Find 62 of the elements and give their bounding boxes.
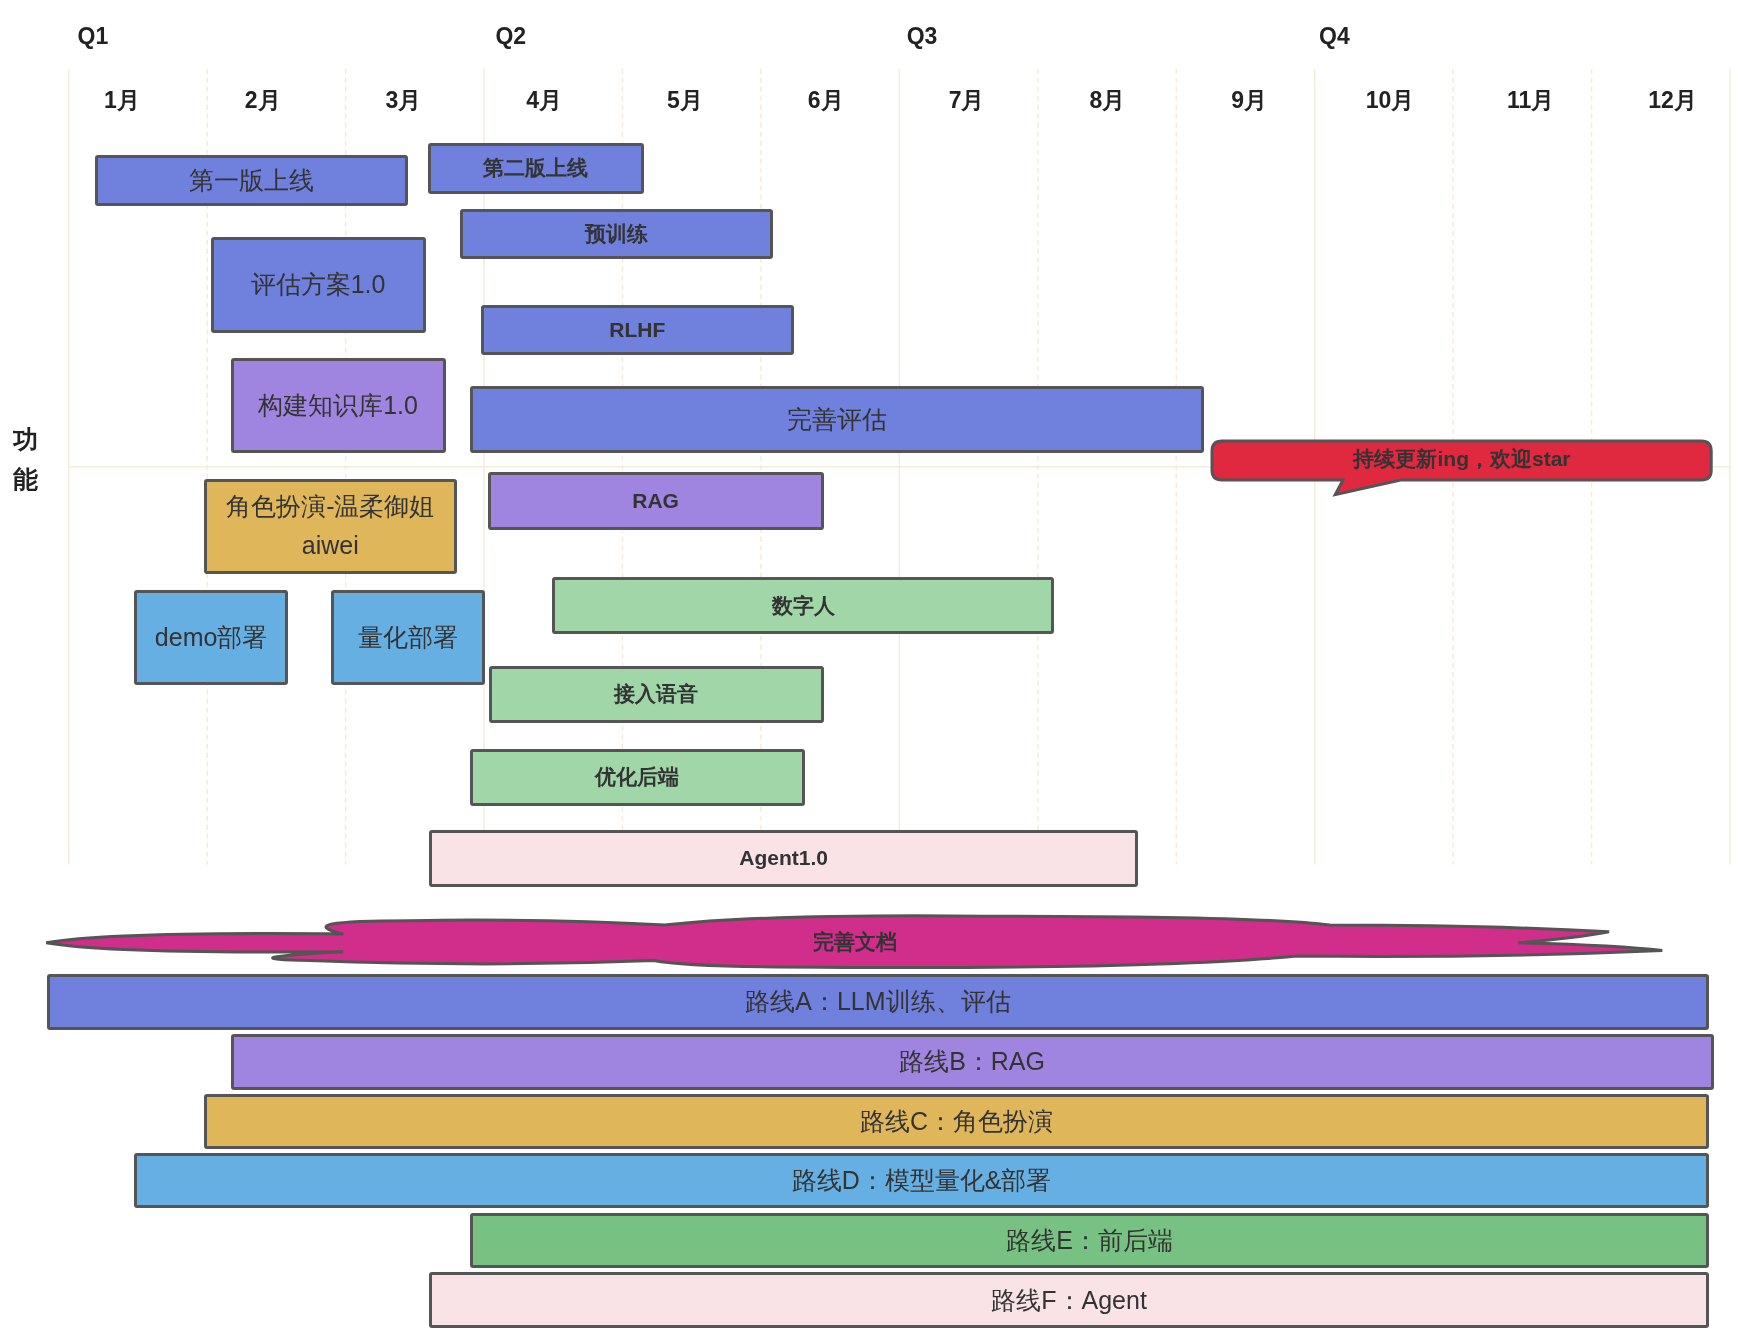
bar-label: 第二版上线 xyxy=(483,155,589,182)
task-bar xyxy=(46,974,1710,1030)
bar-label: Agent1.0 xyxy=(739,845,828,872)
bar-label: 完善文档 xyxy=(812,930,897,954)
task-bar xyxy=(210,237,426,333)
task-bar xyxy=(552,577,1055,634)
month-label: 3月 xyxy=(385,88,422,112)
month-label: 9月 xyxy=(1231,88,1268,112)
quarter-label: Q3 xyxy=(906,24,938,48)
month-label: 6月 xyxy=(807,88,844,112)
bar-label: 接入语音 xyxy=(614,681,699,708)
bar-label: 路线C：角色扮演 xyxy=(860,1106,1054,1138)
task-bar xyxy=(134,1152,1710,1209)
bar-label: 持续更新ing，欢迎star xyxy=(1353,446,1571,473)
bar-label: 完善评估 xyxy=(786,403,887,435)
task-bar xyxy=(427,143,644,194)
quarter-label: Q1 xyxy=(77,24,109,48)
task-bar xyxy=(428,830,1139,887)
bar-label: 预训练 xyxy=(584,221,648,248)
task-bar xyxy=(203,478,457,575)
task-bar xyxy=(469,385,1204,454)
quarter-label: Q2 xyxy=(495,24,527,48)
task-bar xyxy=(428,1272,1710,1328)
month-label: 8月 xyxy=(1089,88,1126,112)
bar-label: 路线E：前后端 xyxy=(1006,1224,1173,1256)
month-label: 5月 xyxy=(667,88,703,112)
axis-label: 功能 xyxy=(13,423,39,495)
task-bar xyxy=(203,1094,1710,1150)
month-label: 10月 xyxy=(1365,88,1415,112)
task-bar xyxy=(331,589,486,685)
bar-label: 路线A：LLM训练、评估 xyxy=(745,986,1011,1018)
bar-label: 角色扮演-温柔御姐 xyxy=(226,491,435,523)
month-label: 7月 xyxy=(948,88,985,112)
task-bar xyxy=(95,155,408,207)
task-bar xyxy=(487,472,824,530)
bar-label: 量化部署 xyxy=(358,621,459,653)
bar-label: RAG xyxy=(632,487,679,514)
quarter-label: Q4 xyxy=(1319,24,1350,48)
bar-label: 构建知识库1.0 xyxy=(258,390,418,422)
bar-label: 路线D：模型量化&部署 xyxy=(791,1164,1052,1196)
task-bar xyxy=(488,666,824,723)
bar-label: demo部署 xyxy=(154,621,268,653)
month-label: 12月 xyxy=(1648,88,1697,112)
month-label: 2月 xyxy=(244,88,281,112)
task-bar xyxy=(469,1212,1710,1268)
task-bar xyxy=(230,1034,1714,1090)
month-label: 11月 xyxy=(1507,88,1555,112)
task-bar xyxy=(481,304,794,355)
task-bar xyxy=(230,358,446,454)
bar-label: aiwei xyxy=(301,530,359,562)
bar-label: 第一版上线 xyxy=(189,165,315,197)
task-bar xyxy=(469,749,805,806)
bar-label: 评估方案1.0 xyxy=(250,269,386,301)
bar-label: 数字人 xyxy=(771,592,835,619)
task-bar xyxy=(460,209,773,260)
bar-label: 路线B：RAG xyxy=(899,1046,1045,1078)
bar-label: 优化后端 xyxy=(595,764,680,791)
month-label: 1月 xyxy=(104,88,140,112)
month-label: 4月 xyxy=(526,88,563,112)
task-bar xyxy=(134,589,289,685)
bar-label: 路线F：Agent xyxy=(991,1284,1147,1316)
bar-label: RLHF xyxy=(609,316,666,343)
